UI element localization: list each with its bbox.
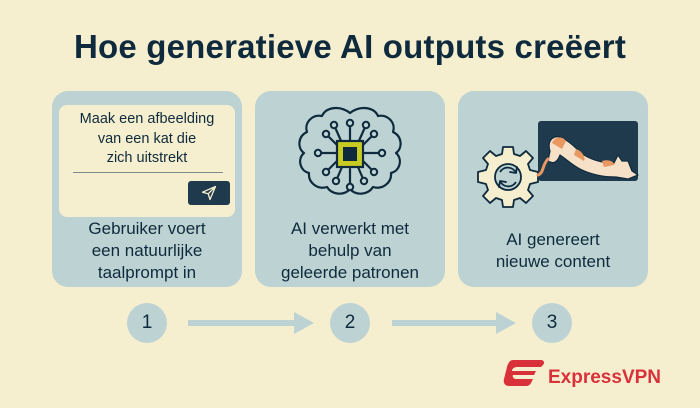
prompt-line-2: van een kat die	[97, 130, 197, 147]
step-2-caption: AI verwerkt met behulp van geleerde patr…	[255, 218, 445, 284]
expressvpn-logo-icon	[503, 360, 545, 386]
caption-line: nieuwe content	[495, 252, 611, 271]
caption-line: AI genereert	[506, 230, 600, 249]
step-card-3: AI genereert nieuwe content	[458, 91, 648, 287]
prompt-line-1: Maak een afbeelding	[79, 111, 215, 127]
caption-line: AI verwerkt met	[290, 219, 410, 238]
prompt-box: Maak een afbeelding van een kat die zich…	[59, 105, 235, 217]
prompt-line-3: zich uitstrekt	[106, 150, 188, 166]
arrow-right-icon	[188, 312, 314, 334]
step-number-1: 1	[127, 303, 167, 343]
prompt-divider	[73, 172, 223, 173]
step-number-3: 3	[532, 303, 572, 343]
send-arrow-icon	[201, 185, 217, 201]
cat-image-icon	[536, 136, 639, 180]
generation-illustration	[477, 121, 639, 208]
send-button	[188, 181, 230, 205]
step-1-caption: Gebruiker voert een natuurlijke taalprom…	[52, 218, 242, 284]
step-card-2: AI verwerkt met behulp van geleerde patr…	[255, 91, 445, 287]
brand-name: ExpressVPN	[548, 367, 662, 388]
step-card-1: Maak een afbeelding van een kat die zich…	[52, 91, 242, 287]
caption-line: Gebruiker voert	[88, 219, 206, 238]
arrow-right-icon	[392, 312, 516, 334]
caption-line: geleerde patronen	[280, 263, 419, 282]
caption-line: een natuurlijke	[91, 241, 203, 260]
prompt-text: Maak een afbeelding van een kat die zich…	[59, 110, 235, 169]
caption-line: behulp van	[308, 241, 392, 260]
caption-line: taalprompt in	[97, 263, 197, 282]
gear-icon	[477, 146, 539, 208]
step-3-caption: AI genereert nieuwe content	[458, 229, 648, 273]
page-title: Hoe generatieve AI outputs creëert	[73, 28, 627, 65]
brain-circuit-icon	[298, 106, 402, 195]
step-number-2: 2	[330, 303, 370, 343]
